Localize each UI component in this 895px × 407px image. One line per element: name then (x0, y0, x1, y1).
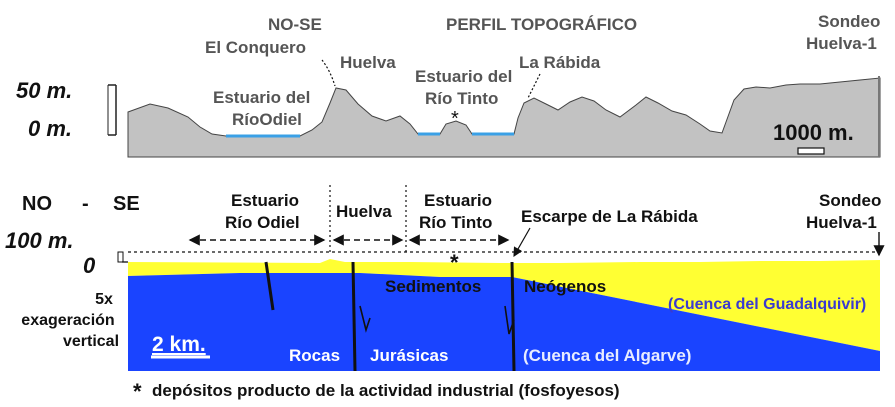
scale-50m-label: 50 m. (16, 78, 72, 103)
fault-1 (264, 261, 275, 311)
scale-1000m-label: 1000 m. (773, 120, 854, 145)
scale-100m-label: 100 m. (5, 228, 74, 253)
scale-tick-box (117, 251, 124, 263)
rocas-label: Rocas (289, 346, 340, 365)
sedimentos-label: Sedimentos (385, 277, 481, 296)
topographic-profile: 50 m. 0 m. 1000 m. NO-SE PERFIL TOPOGRÁF… (16, 12, 881, 158)
estuario-tinto-top-label-1: Estuario del (415, 67, 512, 86)
estuario-odiel-label-1: Estuario (231, 191, 299, 210)
estuario-tinto-top-label-2: Río Tinto (425, 89, 498, 108)
footnote-text: depósitos producto de la actividad indus… (152, 381, 620, 400)
fault-2 (351, 261, 357, 372)
direction-no: NO (22, 193, 52, 215)
cuenca-algarve-label: (Cuenca del Algarve) (523, 346, 691, 365)
geologic-section: 100 m. 0 5x exageración vertical 2 km. N… (5, 185, 885, 372)
sondeo-label-1: Sondeo (819, 191, 881, 210)
fault-2-arrow (359, 305, 371, 333)
estuario-tinto-label-2: Río Tinto (419, 213, 492, 232)
profile-title: PERFIL TOPOGRÁFICO (446, 15, 637, 34)
direction-se: SE (113, 193, 140, 215)
sondeo-label-2: Huelva-1 (806, 213, 877, 232)
el-conquero-label: El Conquero (205, 38, 306, 57)
jurasicas-label: Jurásicas (370, 346, 448, 365)
horizontal-scale-top: 1000 m. (773, 120, 854, 155)
estuario-tinto-label-1: Estuario (424, 191, 492, 210)
exaggeration-label-1: 5x (95, 291, 113, 308)
direction-dash: - (82, 193, 89, 215)
fault-3-arrow (504, 305, 515, 335)
estuario-odiel-top-label-2: RíoOdiel (232, 110, 302, 129)
huelva-top-label: Huelva (340, 53, 396, 72)
neogenos-label: Neógenos (524, 277, 606, 296)
rabida-pointer (527, 73, 541, 99)
escarpe-label: Escarpe de La Rábida (521, 207, 698, 226)
la-rabida-label: La Rábida (519, 53, 601, 72)
direction-label-top: NO-SE (268, 15, 322, 34)
scale-bar-1000m (797, 147, 825, 155)
cuenca-guadalquivir-label: (Cuenca del Guadalquivir) (668, 296, 866, 313)
estuario-odiel-top-label-1: Estuario del (213, 88, 310, 107)
sondeo-top-label-1: Sondeo (818, 12, 880, 31)
jurassic-rocks (128, 273, 880, 371)
neogene-sediments (128, 259, 880, 351)
exaggeration-label-2: exageración (21, 312, 114, 329)
scale-2km-label: 2 km. (152, 333, 206, 356)
scale-0-label: 0 (83, 253, 96, 278)
asterisk-top: * (451, 108, 459, 130)
conquero-pointer (321, 59, 336, 87)
footnote: * depósitos producto de la actividad ind… (133, 379, 620, 404)
fault-3 (510, 261, 516, 372)
footnote-asterisk: * (133, 379, 142, 404)
estuario-odiel-label-2: Río Odiel (225, 213, 300, 232)
sondeo-top-label-2: Huelva-1 (806, 34, 877, 53)
scale-0m-label: 0 m. (28, 116, 72, 141)
asterisk-section: * (450, 250, 459, 275)
exaggeration-label-3: vertical (63, 333, 119, 350)
vertical-scale-top: 50 m. 0 m. (16, 78, 117, 141)
huelva-label: Huelva (336, 202, 392, 221)
terrain-silhouette (127, 77, 881, 158)
escarpe-pointer (513, 227, 531, 258)
